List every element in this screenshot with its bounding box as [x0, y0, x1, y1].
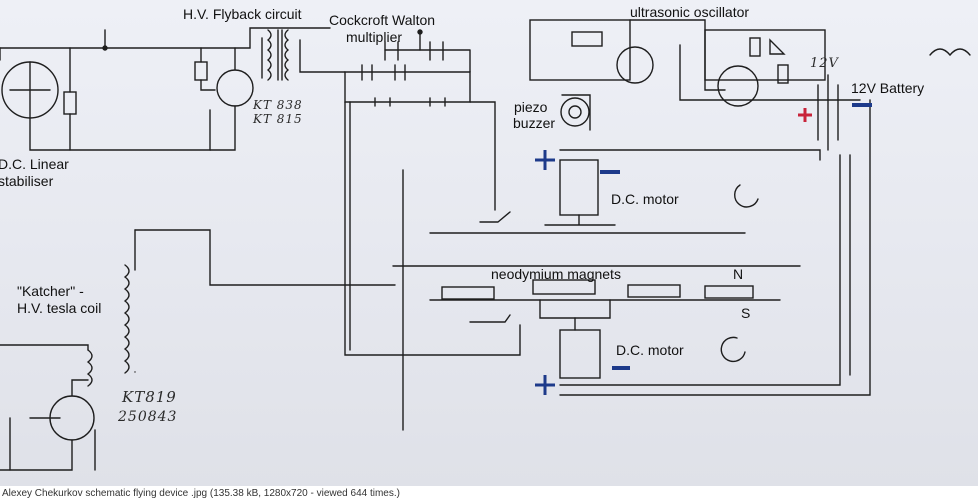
- note-code: 250843: [118, 409, 178, 425]
- top-motor-plus: [535, 150, 555, 170]
- flyback-coil-secondary: [284, 29, 290, 81]
- magnet-2: [532, 279, 596, 295]
- label-motor-bottom: D.C. motor: [616, 342, 684, 358]
- note-12v: 12V: [810, 56, 839, 71]
- label-linear-1: D.C. Linear: [0, 156, 69, 172]
- image-caption: Alexey Chekurkov schematic flying device…: [0, 486, 978, 501]
- label-oscillator: ultrasonic oscillator: [630, 4, 750, 20]
- label-cockcroft-2: multiplier: [346, 29, 403, 45]
- magnet-3: [627, 284, 681, 298]
- label-motor-top: D.C. motor: [611, 191, 679, 207]
- label-flyback: H.V. Flyback circuit: [183, 6, 302, 22]
- label-piezo-2: buzzer: [513, 115, 556, 131]
- schematic-drawing: [0, 19, 971, 471]
- note-kt838: KT 838: [253, 98, 303, 112]
- flyback-coil-primary: [266, 29, 272, 81]
- battery-symbol: [817, 74, 839, 151]
- label-cockcroft-1: Cockcroft Walton: [329, 12, 436, 28]
- label-katcher-2: H.V. tesla coil: [17, 300, 102, 316]
- bottom-motor-body: [559, 329, 601, 379]
- bottom-motor-plus: [535, 375, 555, 395]
- label-katcher-1: "Katcher" -: [17, 283, 84, 299]
- piezo-buzzer-symbol: [560, 97, 590, 127]
- oscillator-box: [529, 19, 631, 81]
- magnet-4: [704, 285, 754, 299]
- label-piezo-1: piezo: [514, 99, 548, 115]
- pole-s-label: S: [741, 305, 751, 321]
- label-magnets: neodymium magnets: [491, 266, 621, 282]
- battery-plus: [798, 108, 812, 122]
- oscillator-transistor-symbol: [717, 65, 759, 107]
- note-kt815: KT 815: [253, 112, 303, 126]
- top-rail-wire: [0, 27, 331, 49]
- schematic-photo[interactable]: H.V. Flyback circuit Cockcroft Walton mu…: [0, 0, 978, 486]
- tesla-coil-winding: [123, 264, 130, 374]
- polarity-marks: [535, 103, 872, 395]
- label-battery: 12V Battery: [851, 80, 925, 96]
- label-linear-2: stabiliser: [0, 173, 54, 189]
- note-kt819: KT819: [122, 388, 177, 406]
- magnet-1: [441, 286, 495, 300]
- pole-n-label: N: [733, 266, 744, 282]
